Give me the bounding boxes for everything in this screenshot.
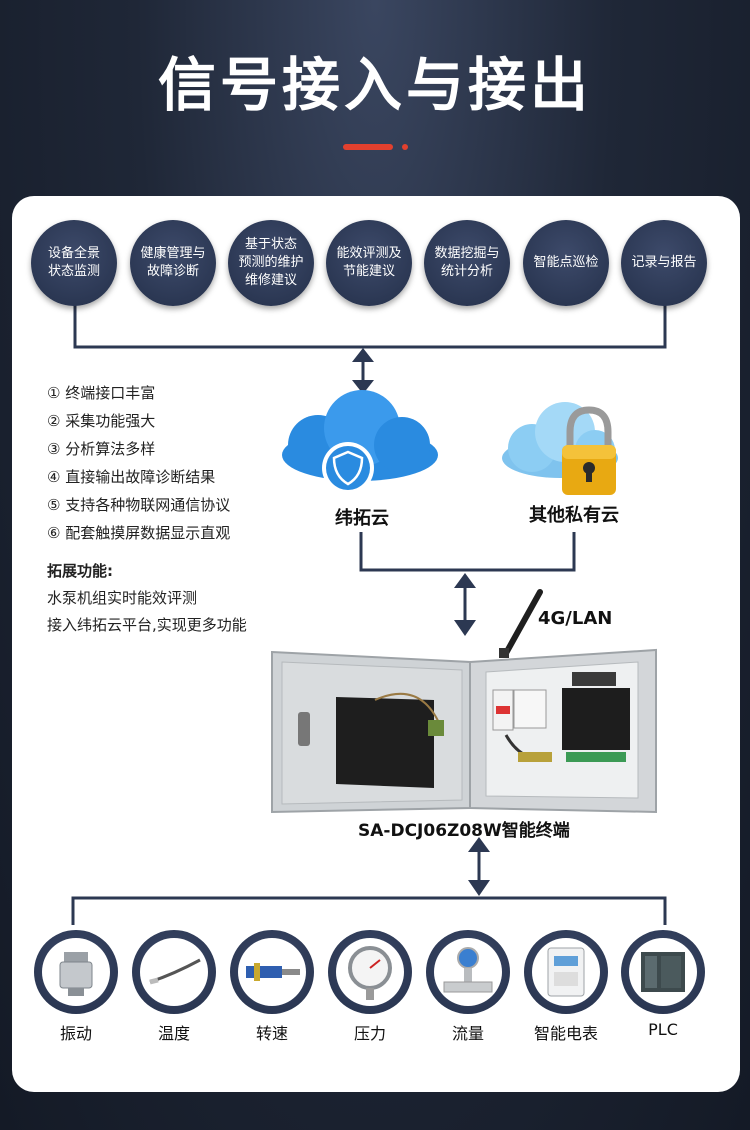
weituo-cloud-label: 纬拓云 xyxy=(335,508,389,529)
advantage-item: ① 终端接口丰富 xyxy=(47,384,156,402)
network-label: 4G/LAN xyxy=(538,608,613,629)
sensor-label-flow: 流量 xyxy=(451,1024,484,1043)
extension-line: 水泵机组实时能效评测 xyxy=(47,589,198,607)
sensor-circle-plc xyxy=(621,930,705,1014)
feature-circle-energy: 能效评测及 节能建议 xyxy=(326,220,412,306)
advantage-item: ⑤ 支持各种物联网通信协议 xyxy=(47,496,231,514)
sensor-circle-speed xyxy=(230,930,314,1014)
antenna-icon xyxy=(499,589,543,658)
feature-bracket-line xyxy=(73,305,667,349)
sensor-circle-smart-meter xyxy=(524,930,608,1014)
speed-sensor-icon xyxy=(246,963,300,981)
feature-circle-monitoring: 设备全景 状态监测 xyxy=(31,220,117,306)
advantage-item: ⑥ 配套触摸屏数据显示直观 xyxy=(47,524,231,542)
sensor-label-plc: PLC xyxy=(648,1020,678,1039)
title-accent-bar xyxy=(343,144,393,150)
sensor-label-smart-meter: 智能电表 xyxy=(533,1024,598,1043)
extension-line: 接入纬拓云平台,实现更多功能 xyxy=(47,616,247,634)
arrow-terminal-sensors xyxy=(468,837,490,896)
sensor-bracket-line xyxy=(71,896,667,925)
weituo-cloud-icon xyxy=(282,390,438,494)
sensor-label-speed: 转速 xyxy=(255,1024,288,1043)
sensor-circle-pressure xyxy=(328,930,412,1014)
private-cloud-label: 其他私有云 xyxy=(529,505,619,526)
smart-meter-icon xyxy=(547,947,585,997)
terminal-label: SA-DCJ06Z08W智能终端 xyxy=(358,821,570,841)
terminal-cabinet-image xyxy=(271,648,657,814)
plc-icon xyxy=(641,952,685,992)
flow-meter-icon xyxy=(443,947,493,993)
page-title: 信号接入与接出 xyxy=(157,51,592,119)
sensor-circle-vibration xyxy=(34,930,118,1014)
sensor-label-temperature: 温度 xyxy=(157,1024,190,1043)
private-cloud-icon xyxy=(502,402,618,495)
vibration-sensor-icon xyxy=(59,952,93,996)
extension-heading: 拓展功能: xyxy=(47,562,113,580)
feature-circle-inspection: 智能点巡检 xyxy=(523,220,609,306)
feature-circle-health: 健康管理与 故障诊断 xyxy=(130,220,216,306)
cloud-bracket-line xyxy=(359,532,576,572)
temperature-probe-icon xyxy=(149,958,201,985)
sensor-label-vibration: 振动 xyxy=(59,1024,92,1043)
advantage-item: ③ 分析算法多样 xyxy=(47,440,156,458)
pressure-gauge-icon xyxy=(348,946,392,1000)
feature-circle-report: 记录与报告 xyxy=(621,220,707,306)
sensor-label-pressure: 压力 xyxy=(353,1024,386,1043)
advantage-item: ④ 直接输出故障诊断结果 xyxy=(47,468,216,486)
feature-circle-maintenance: 基于状态 预测的维护 维修建议 xyxy=(228,220,314,306)
sensor-circle-flow xyxy=(426,930,510,1014)
sensor-circle-temperature xyxy=(132,930,216,1014)
advantage-item: ② 采集功能强大 xyxy=(47,412,156,430)
arrow-cloud-terminal xyxy=(454,573,476,636)
feature-circle-data-mining: 数据挖掘与 统计分析 xyxy=(424,220,510,306)
arrow-features-cloud xyxy=(352,348,374,394)
title-accent-dot xyxy=(402,144,408,150)
